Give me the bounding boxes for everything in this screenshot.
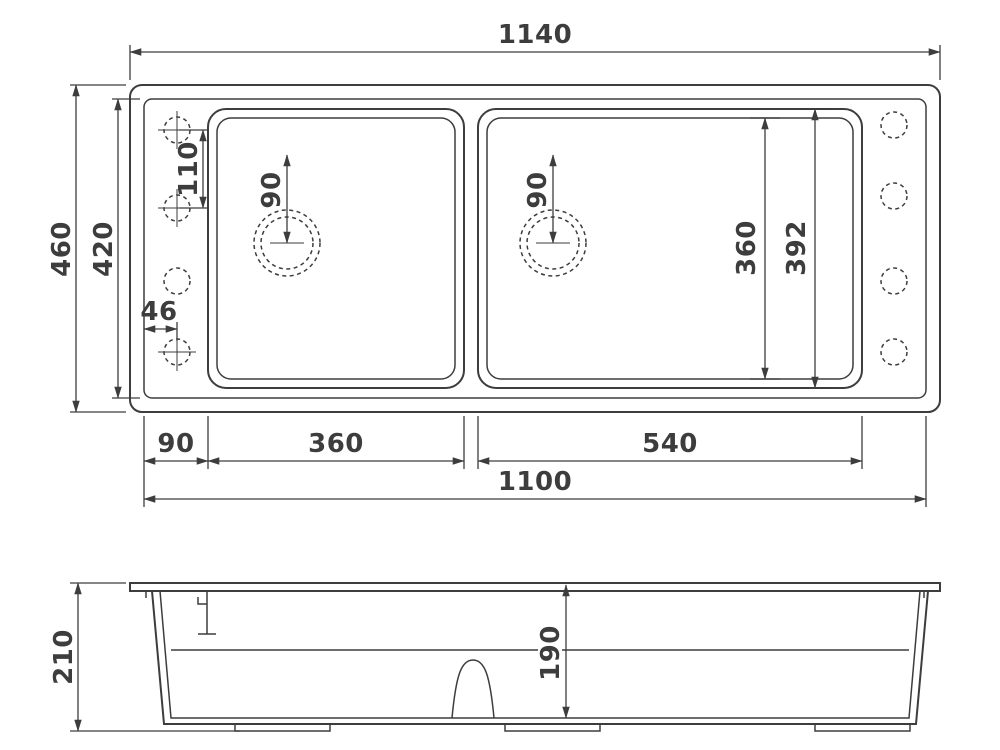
top-view bbox=[129, 84, 941, 413]
dim-label-420: 420 bbox=[89, 221, 119, 277]
dim-label-1140: 1140 bbox=[498, 20, 572, 50]
dim-label-90-left: 90 bbox=[257, 171, 287, 208]
mounting-clip bbox=[197, 591, 216, 635]
side-rim bbox=[129, 582, 941, 592]
dim-label-392: 392 bbox=[782, 220, 812, 276]
dim-overall-depth: 460 bbox=[47, 84, 126, 413]
dim-label-540: 540 bbox=[642, 429, 698, 459]
accessory-hole bbox=[880, 182, 908, 210]
dim-left-drain: 90 bbox=[257, 154, 291, 244]
dim-label-360-bowl: 360 bbox=[308, 429, 364, 459]
sink-rim-edge bbox=[143, 98, 927, 399]
top-view-dimensions: 1140 460 420 110 46 bbox=[47, 20, 941, 507]
right-bowl-bottom bbox=[486, 117, 854, 380]
faucet-hole bbox=[163, 267, 191, 295]
dim-right-drain: 90 bbox=[523, 154, 557, 244]
bowl-divider-profile bbox=[451, 659, 495, 719]
dim-overall-width: 1140 bbox=[129, 20, 941, 80]
side-view bbox=[129, 582, 941, 732]
dim-bowl-inner-length: 360 bbox=[732, 117, 780, 380]
left-bowl-rim bbox=[207, 108, 465, 389]
label-backing bbox=[538, 626, 562, 680]
dim-label-360-vert: 360 bbox=[732, 220, 762, 276]
accessory-hole bbox=[880, 111, 908, 139]
accessory-hole bbox=[880, 267, 908, 295]
dim-label-1100: 1100 bbox=[498, 467, 572, 497]
dim-label-460: 460 bbox=[47, 221, 77, 277]
base-pad bbox=[504, 723, 601, 732]
accessory-hole bbox=[880, 338, 908, 366]
dim-label-210: 210 bbox=[49, 629, 79, 685]
drain-outer-circle bbox=[519, 209, 587, 277]
right-bowl-rim bbox=[477, 108, 863, 389]
dim-bowl-rim-length: 392 bbox=[782, 108, 830, 389]
sink-outer-edge bbox=[129, 84, 941, 413]
drain-outer-circle bbox=[253, 209, 321, 277]
base-pad bbox=[814, 723, 911, 732]
side-view-dimensions: 210 190 bbox=[49, 582, 570, 732]
base-pad bbox=[234, 723, 331, 732]
dim-bowl-depth: 190 bbox=[536, 584, 570, 719]
dim-hole-offset: 46 bbox=[140, 297, 178, 341]
dim-label-110: 110 bbox=[174, 141, 204, 197]
dim-label-46: 46 bbox=[140, 297, 177, 327]
left-bowl-bottom bbox=[216, 117, 456, 380]
dim-label-190: 190 bbox=[536, 625, 566, 681]
accessory-holes-right bbox=[880, 111, 908, 366]
dim-bottom-chain: 90 360 540 1100 bbox=[143, 416, 927, 507]
dim-hole-pitch: 110 bbox=[174, 129, 209, 209]
dim-overall-height: 210 bbox=[49, 582, 240, 732]
dim-label-90-right: 90 bbox=[523, 171, 553, 208]
dim-label-90-deck: 90 bbox=[157, 429, 194, 459]
dim-rim-depth: 420 bbox=[89, 98, 140, 399]
inner-shell-profile bbox=[159, 590, 921, 719]
